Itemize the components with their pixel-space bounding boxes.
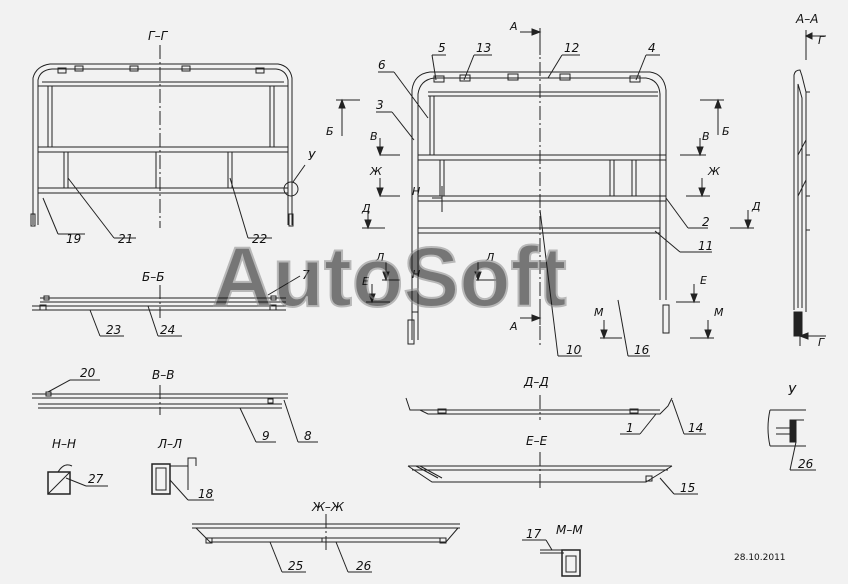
part-20: 20 xyxy=(80,366,96,380)
view-zhzh: Ж–Ж 25 26 xyxy=(192,500,460,573)
part-12: 12 xyxy=(564,41,579,55)
part-3: 3 xyxy=(376,98,384,112)
cut-l-left: Л xyxy=(375,251,384,264)
part-24: 24 xyxy=(160,323,175,337)
cut-b-left: Б xyxy=(326,125,334,138)
title-bb: Б–Б xyxy=(142,270,164,284)
part-19: 19 xyxy=(66,232,81,246)
view-ll: Л–Л 18 xyxy=(151,437,214,501)
title-zhzh: Ж–Ж xyxy=(311,500,345,514)
callout-u-mark: У xyxy=(308,149,316,163)
view-aa: А–А Г Г xyxy=(793,12,826,349)
part-27: 27 xyxy=(88,472,104,486)
title-ll: Л–Л xyxy=(157,437,182,451)
part-4: 4 xyxy=(648,41,656,55)
title-dd: Д–Д xyxy=(523,375,549,389)
cut-n-bottom: Н xyxy=(412,268,420,281)
part-7: 7 xyxy=(302,268,310,282)
title-vv: В–В xyxy=(152,368,174,382)
part-8: 8 xyxy=(304,429,312,443)
title-nn: Н–Н xyxy=(52,437,76,451)
cut-a-bottom: А xyxy=(509,320,518,333)
cut-g-bottom: Г xyxy=(818,336,825,349)
cut-d-right: Д xyxy=(751,200,761,213)
part-11: 11 xyxy=(698,239,713,253)
cut-e-left: Е xyxy=(362,275,369,288)
view-dd: Д–Д 1 14 xyxy=(405,375,706,435)
cut-a-top: А xyxy=(509,20,518,33)
cut-v-left: В xyxy=(370,130,378,143)
part-5: 5 xyxy=(438,41,446,55)
part-26-zh: 26 xyxy=(356,559,372,573)
cut-e-right: Е xyxy=(700,274,707,287)
cut-d-left: Д xyxy=(361,202,371,215)
view-ee: Е–Е 15 xyxy=(407,434,698,495)
part-13: 13 xyxy=(476,41,491,55)
part-10: 10 xyxy=(566,343,582,357)
view-vv: В–В 20 9 8 xyxy=(32,366,318,443)
part-6: 6 xyxy=(378,58,386,72)
view-u-detail: У 26 xyxy=(767,384,816,471)
cut-zh-right: Ж xyxy=(707,165,721,178)
part-15: 15 xyxy=(680,481,695,495)
cut-v-right: В xyxy=(702,130,710,143)
cut-zh-left: Ж xyxy=(369,165,383,178)
part-14: 14 xyxy=(688,421,703,435)
view-nn: Н–Н 27 xyxy=(47,437,108,495)
cut-m-right: М xyxy=(714,306,724,319)
cut-g-top: Г xyxy=(818,34,825,47)
cut-l-right: Л xyxy=(485,251,494,264)
part-9: 9 xyxy=(262,429,270,443)
part-26-u: 26 xyxy=(798,457,814,471)
cut-b-right: Б xyxy=(722,125,730,138)
watermark-text: AutoSoft xyxy=(212,230,567,324)
part-22: 22 xyxy=(252,232,267,246)
title-mm: М–М xyxy=(556,523,583,537)
part-1: 1 xyxy=(626,421,634,435)
view-main: А А Б В Ж Н Д Л Л Н Е xyxy=(326,20,761,357)
view-mm: М–М 17 xyxy=(522,523,583,577)
view-gg: Г–Г У 19 21 22 xyxy=(30,29,316,246)
title-u: У xyxy=(788,384,797,399)
part-23: 23 xyxy=(106,323,121,337)
title-ee: Е–Е xyxy=(526,434,548,448)
view-bb: Б–Б 7 23 24 xyxy=(32,268,310,337)
title-aa: А–А xyxy=(795,12,818,26)
part-2: 2 xyxy=(702,215,710,229)
cut-m-left: М xyxy=(594,306,604,319)
part-25: 25 xyxy=(288,559,303,573)
drawing-date: 28.10.2011 xyxy=(734,553,786,563)
cut-n-top: Н xyxy=(412,185,420,198)
part-16: 16 xyxy=(634,343,650,357)
part-21: 21 xyxy=(118,232,133,246)
part-17: 17 xyxy=(526,527,542,541)
title-gg: Г–Г xyxy=(148,29,169,43)
part-18: 18 xyxy=(198,487,214,501)
